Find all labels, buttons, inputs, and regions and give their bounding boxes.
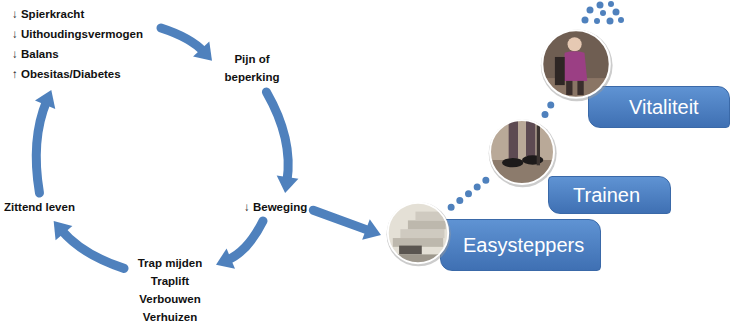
cycle-text: Zittend leven bbox=[4, 199, 75, 215]
cycle-text: ↓ Spierkracht↓ Uithoudingsvermogen↓ Bala… bbox=[12, 4, 143, 84]
cycle-label: Verbouwen bbox=[130, 290, 210, 308]
cycle-arrow bbox=[313, 210, 381, 240]
arrow-head bbox=[362, 219, 381, 240]
dotted-link bbox=[545, 103, 552, 114]
cycle-arrow bbox=[216, 221, 263, 269]
arrow-head bbox=[216, 249, 235, 269]
connector-line bbox=[266, 92, 288, 181]
cycle-arrow bbox=[54, 221, 124, 268]
cycle-label: ↓ Spierkracht bbox=[12, 4, 143, 24]
cycle-text: ↓ Beweging bbox=[244, 199, 307, 215]
cycle-label: Trap mijden bbox=[130, 254, 210, 272]
label-box: Vitaliteit bbox=[588, 86, 730, 128]
arrow-head bbox=[54, 221, 73, 240]
cycle-text: Pijn of beperking bbox=[216, 50, 288, 86]
connector-line bbox=[161, 28, 204, 52]
cycle-label: Zittend leven bbox=[4, 199, 75, 215]
cycle-label: Traplift bbox=[130, 272, 210, 290]
cycle-arrow bbox=[35, 90, 55, 193]
cycle-label: ↓ Beweging bbox=[244, 199, 307, 215]
connector-line bbox=[61, 230, 124, 268]
arrow-head bbox=[35, 90, 55, 109]
cycle-label: Verhuizen bbox=[130, 308, 210, 326]
step-label: Trainen bbox=[573, 182, 640, 208]
connector-line bbox=[313, 210, 369, 231]
connector-line bbox=[545, 103, 552, 114]
arrow-head bbox=[193, 42, 212, 61]
photo-circle bbox=[384, 199, 452, 267]
cycle-arrow bbox=[266, 92, 298, 193]
cycle-label: ↓ Uithoudingsvermogen bbox=[12, 24, 143, 44]
connector-line bbox=[227, 221, 263, 260]
cycle-text: Trap mijdenTrapliftVerbouwenVerhuizen bbox=[130, 254, 210, 326]
label-box: Easysteppers bbox=[440, 219, 601, 271]
cycle-arrow bbox=[161, 28, 212, 61]
connector-line bbox=[451, 179, 487, 207]
connector-line bbox=[36, 101, 46, 193]
photo-circle bbox=[486, 116, 558, 188]
photo-circle bbox=[538, 26, 614, 102]
cycle-label: ↑ Obesitas/Diabetes bbox=[12, 64, 143, 84]
cycle-label: Pijn of beperking bbox=[216, 50, 288, 86]
dotted-link bbox=[451, 179, 487, 207]
step-label: Easysteppers bbox=[463, 232, 584, 258]
step-label: Vitaliteit bbox=[629, 94, 699, 120]
step-box: Trainen bbox=[486, 116, 671, 214]
arrow-head bbox=[277, 176, 299, 193]
label-box: Trainen bbox=[548, 176, 671, 214]
cycle-label: ↓ Balans bbox=[12, 44, 143, 64]
step-box: Vitaliteit bbox=[538, 26, 730, 128]
